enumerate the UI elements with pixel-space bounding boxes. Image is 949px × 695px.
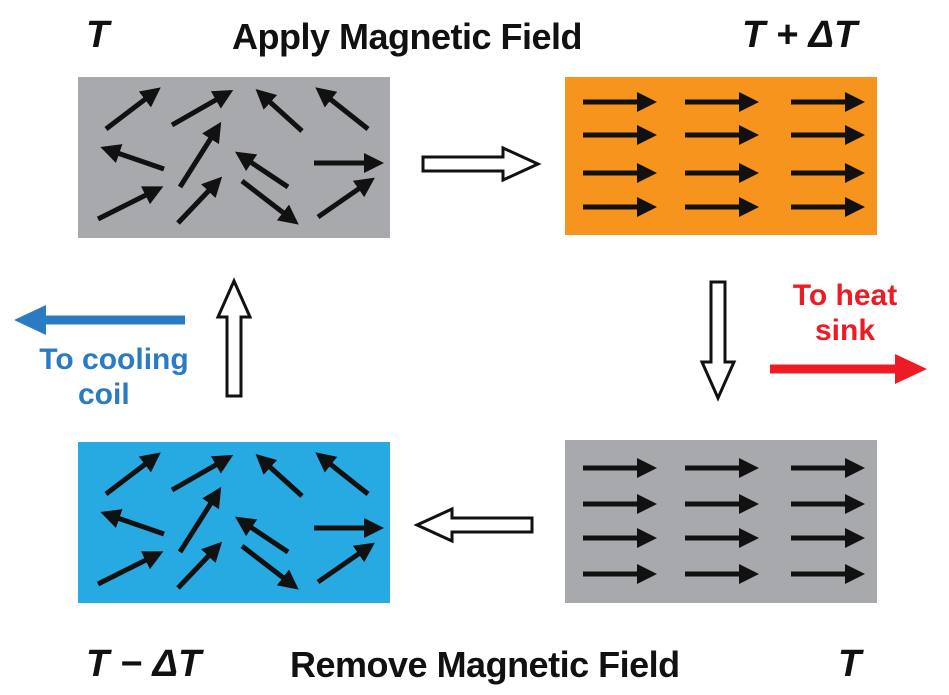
temp-label-bottom-left: T − ΔT (86, 643, 202, 685)
cooling-coil-arrow (14, 305, 185, 335)
spin-arrow (315, 452, 370, 496)
spin-arrow (176, 541, 223, 590)
spin-arrow (177, 121, 222, 189)
spin-arrow (316, 177, 375, 220)
aligned-spins-top-right (583, 92, 865, 217)
spin-arrow (100, 509, 165, 537)
process-arrow-left (413, 506, 534, 544)
spin-arrow (96, 186, 164, 222)
spin-arrow (100, 144, 165, 172)
spin-arrow (235, 516, 290, 555)
process-arrow-down (699, 280, 737, 402)
temp-label-bottom-right: T (838, 643, 862, 685)
spin-arrow (255, 88, 304, 133)
spin-arrow (235, 151, 290, 190)
spin-arrow (315, 87, 370, 131)
to-cooling-coil-line2: coil (78, 377, 130, 411)
to-heat-sink-line1: To heat (792, 279, 898, 312)
spin-arrow (96, 551, 164, 587)
spin-arrow (316, 542, 375, 585)
to-heat-sink-label: To heat sink (760, 279, 930, 348)
random-spins-top-left (96, 87, 384, 225)
spin-arrow (240, 179, 299, 225)
spin-arrow (176, 176, 223, 225)
spin-arrow (170, 455, 234, 493)
aligned-spins-bottom-right (583, 458, 865, 584)
to-heat-sink-line2: sink (814, 313, 876, 347)
spin-arrow (104, 452, 161, 496)
spin-arrow (104, 87, 161, 131)
magnetized-cooled-box (565, 440, 877, 603)
heat-sink-arrow (770, 354, 927, 384)
apply-magnetic-field-label: Apply Magnetic Field (232, 16, 583, 57)
temp-label-top-right: T + ΔT (742, 14, 858, 56)
process-arrow-up (215, 277, 253, 398)
process-arrow-right (421, 145, 542, 183)
to-cooling-coil-line1: To cooling (39, 343, 189, 376)
temp-label-top-left: T (86, 14, 110, 56)
remove-magnetic-field-label: Remove Magnetic Field (290, 644, 680, 685)
spin-arrow (240, 544, 299, 590)
to-cooling-coil-label: To cooling coil (14, 343, 214, 412)
spin-arrow (170, 90, 234, 128)
random-spins-bottom-left (96, 452, 384, 590)
spin-arrow (177, 486, 222, 554)
spin-arrow (255, 453, 304, 498)
